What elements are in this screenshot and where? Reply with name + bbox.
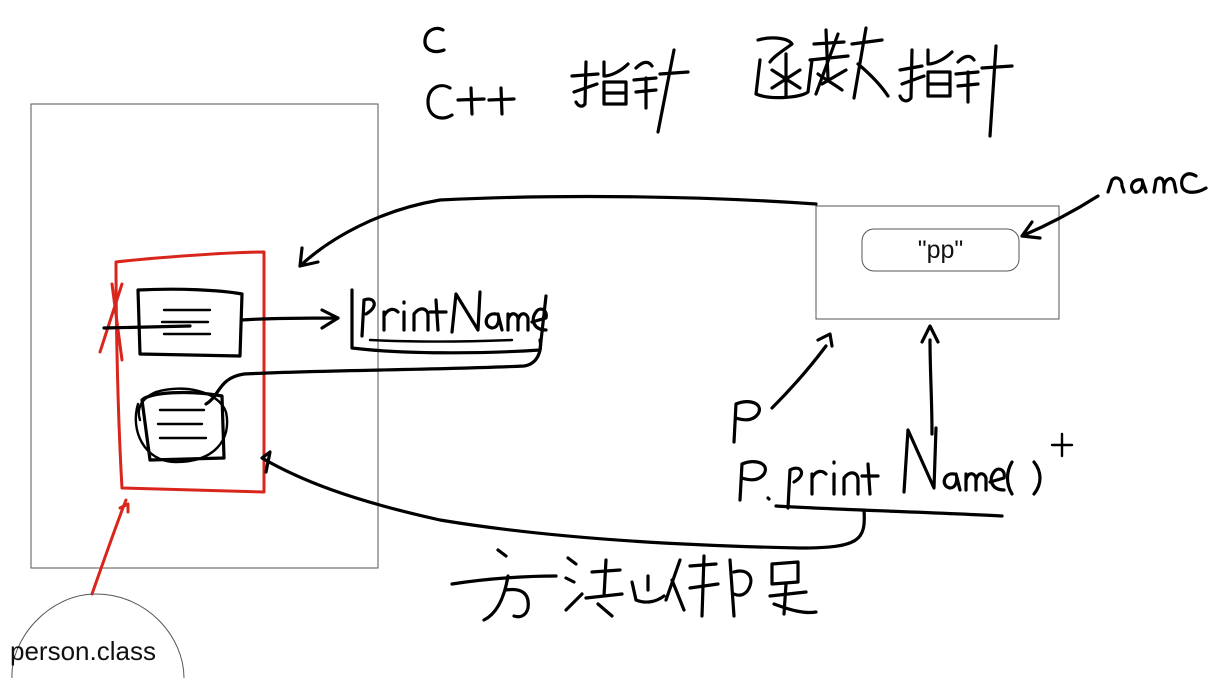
red-class-pointer xyxy=(90,498,130,596)
crosshair-cursor-icon xyxy=(1050,432,1074,458)
handwriting-p xyxy=(732,400,761,444)
handwriting-call xyxy=(738,426,1042,518)
red-cross-mark xyxy=(98,282,124,362)
class-memory-frame xyxy=(30,103,379,569)
p-reference-arrow xyxy=(770,332,834,410)
string-value-label: "pp" xyxy=(917,235,964,264)
handwriting-name xyxy=(1106,172,1208,194)
name-arrow xyxy=(1020,194,1100,240)
method-ref-box-2 xyxy=(134,387,229,464)
class-file-label: person.class xyxy=(10,636,156,666)
object-to-method-area-arrow xyxy=(298,194,818,268)
string-value-box xyxy=(861,228,1020,272)
handwriting-function-pointer xyxy=(754,26,1014,138)
arrow-to-printname xyxy=(240,308,340,330)
call-to-object-arrow xyxy=(920,324,940,436)
class-file-oval xyxy=(11,593,185,678)
handwriting-c xyxy=(423,26,446,54)
method-binding-curve xyxy=(260,450,866,550)
object-memory-frame xyxy=(815,205,1060,320)
link-box2-to-printname xyxy=(204,338,543,406)
handwriting-printname-box xyxy=(350,288,548,355)
handwriting-pointer xyxy=(570,48,690,134)
handwriting-method-binding xyxy=(450,548,818,622)
handwriting-cpp xyxy=(426,84,516,120)
method-ref-box-1 xyxy=(102,287,244,358)
